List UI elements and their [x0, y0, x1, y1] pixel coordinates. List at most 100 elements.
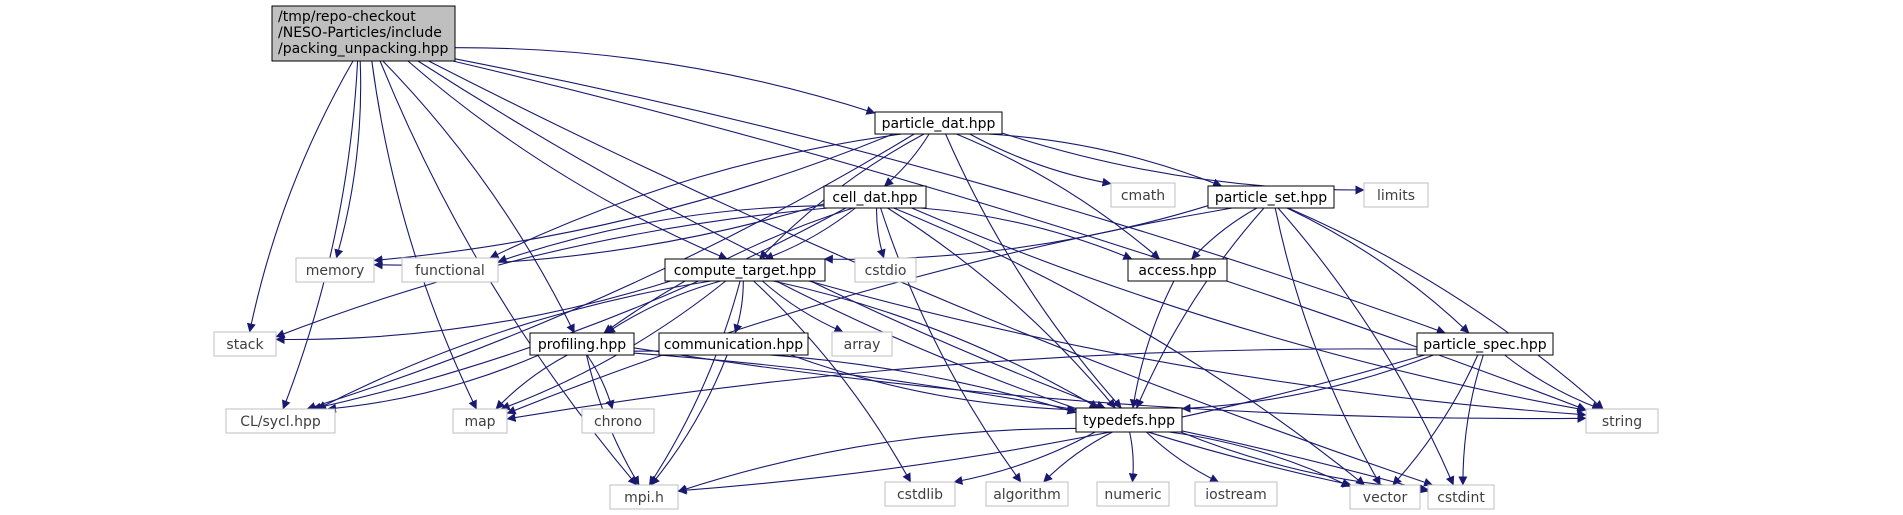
edge-cell_dat-to-typedefs: [887, 207, 1116, 409]
edge-path: [733, 280, 744, 334]
node-box: [1127, 258, 1228, 282]
edge-profiling-to-cstdint: [633, 352, 1429, 494]
edge-path: [880, 207, 1022, 483]
edge-path: [497, 205, 825, 264]
node-box: [854, 257, 917, 283]
node-label: iostream: [1205, 487, 1267, 503]
node-root[interactable]: /tmp/repo-checkout/NESO-Particles/includ…: [271, 5, 456, 62]
edge-compute_target-to-mpih: [648, 280, 741, 486]
edge-root-to-typedefs: [417, 60, 1106, 410]
edge-path: [677, 427, 1077, 494]
edge-cell_dat-to-compute_target: [764, 207, 856, 261]
edge-compute_target-to-array: [762, 280, 844, 333]
node-stack: stack: [213, 331, 277, 357]
node-box: [1194, 481, 1278, 507]
edge-root-to-memory: [334, 60, 362, 259]
node-label: particle_dat.hpp: [882, 116, 996, 132]
node-particle_dat[interactable]: particle_dat.hpp: [874, 111, 1003, 135]
edge-cell_dat-to-vector: [893, 207, 1365, 486]
edge-cell_dat-to-algorithm: [880, 207, 1022, 483]
edge-particle_set-to-access: [1191, 207, 1258, 260]
edge-path: [1191, 207, 1258, 260]
node-box: [985, 481, 1069, 507]
node-cstdint: cstdint: [1427, 484, 1495, 510]
edge-path: [633, 352, 1429, 494]
edge-particle_set-to-vector: [1274, 207, 1381, 486]
node-iostream: iostream: [1194, 481, 1278, 507]
node-cmath: cmath: [1110, 182, 1176, 208]
node-label: vector: [1363, 490, 1408, 506]
node-box: [1096, 481, 1170, 507]
edge-particle_set-to-particle_spec: [1286, 207, 1470, 334]
node-limits: limits: [1363, 182, 1429, 208]
node-box: [213, 331, 277, 357]
node-box: [831, 331, 893, 357]
node-typedefs[interactable]: typedefs.hpp: [1075, 407, 1183, 433]
node-box: [874, 111, 1003, 135]
edge-compute_target-to-stack: [275, 280, 671, 344]
edge-compute_target-to-string: [808, 280, 1587, 419]
edge-path: [506, 348, 1418, 422]
node-box: [581, 408, 655, 434]
node-label: numeric: [1104, 487, 1161, 503]
node-chrono: chrono: [581, 408, 655, 434]
node-box: [401, 257, 499, 283]
edge-compute_target-to-communication: [733, 280, 744, 334]
node-label: memory: [306, 263, 365, 279]
node-box: [1363, 182, 1429, 208]
node-label: map: [464, 414, 495, 430]
edge-particle_spec-to-typedefs: [1181, 354, 1434, 413]
node-label: typedefs.hpp: [1083, 413, 1175, 429]
edge-particle_spec-to-mpih: [677, 354, 1425, 495]
edge-path: [316, 280, 712, 410]
node-functional: functional: [401, 257, 499, 283]
edge-typedefs-to-numeric: [1128, 431, 1138, 483]
edge-particle_dat-to-particle_set: [987, 133, 1223, 188]
node-compute_target[interactable]: compute_target.hpp: [664, 258, 826, 282]
node-box: [1075, 407, 1183, 433]
edge-path: [956, 133, 1160, 260]
edge-path: [887, 207, 1116, 409]
edge-particle_spec-to-string: [1504, 354, 1602, 411]
edge-profiling-to-clsycl: [327, 354, 540, 413]
edge-root-to-particle_dat: [454, 47, 876, 115]
node-cell_dat[interactable]: cell_dat.hpp: [823, 185, 927, 209]
edge-path: [1274, 207, 1381, 486]
node-access[interactable]: access.hpp: [1127, 258, 1228, 282]
edge-path: [790, 354, 1077, 415]
edge-access-to-typedefs: [1129, 280, 1175, 409]
edge-profiling-to-string: [633, 347, 1587, 423]
edge-particle_dat-to-access: [956, 133, 1160, 260]
edge-path: [334, 60, 362, 259]
edge-cell_dat-to-functional: [497, 205, 825, 264]
edge-particle_dat-to-clsycl: [306, 133, 915, 411]
edge-path: [246, 60, 354, 333]
node-label: particle_set.hpp: [1215, 190, 1327, 206]
edge-path: [1286, 207, 1470, 334]
edge-root-to-cstdint: [428, 60, 1434, 487]
node-particle_spec[interactable]: particle_spec.hpp: [1416, 332, 1554, 356]
node-profiling[interactable]: profiling.hpp: [529, 332, 635, 356]
edge-path: [969, 133, 1112, 187]
edge-path: [775, 280, 1352, 488]
node-communication[interactable]: communication.hpp: [658, 332, 809, 356]
node-label: cell_dat.hpp: [832, 190, 917, 206]
root-path-line: /tmp/repo-checkout: [278, 9, 416, 25]
edge-path: [407, 60, 728, 260]
edge-typedefs-to-cstdlib: [953, 431, 1096, 485]
node-box: [1585, 408, 1659, 434]
node-box: [271, 5, 456, 62]
edge-path: [428, 60, 1434, 487]
node-box: [664, 258, 826, 282]
edge-path: [281, 60, 359, 410]
node-particle_set[interactable]: particle_set.hpp: [1207, 185, 1335, 209]
edge-path: [1146, 431, 1220, 483]
node-box: [529, 332, 635, 356]
node-box: [884, 481, 956, 507]
edge-path: [327, 354, 540, 413]
node-box: [295, 257, 375, 283]
node-label: particle_spec.hpp: [1423, 337, 1547, 353]
edge-path: [920, 207, 1133, 260]
edge-root-to-profiling: [382, 60, 575, 334]
edge-particle_set-to-cstdint: [1277, 207, 1455, 486]
